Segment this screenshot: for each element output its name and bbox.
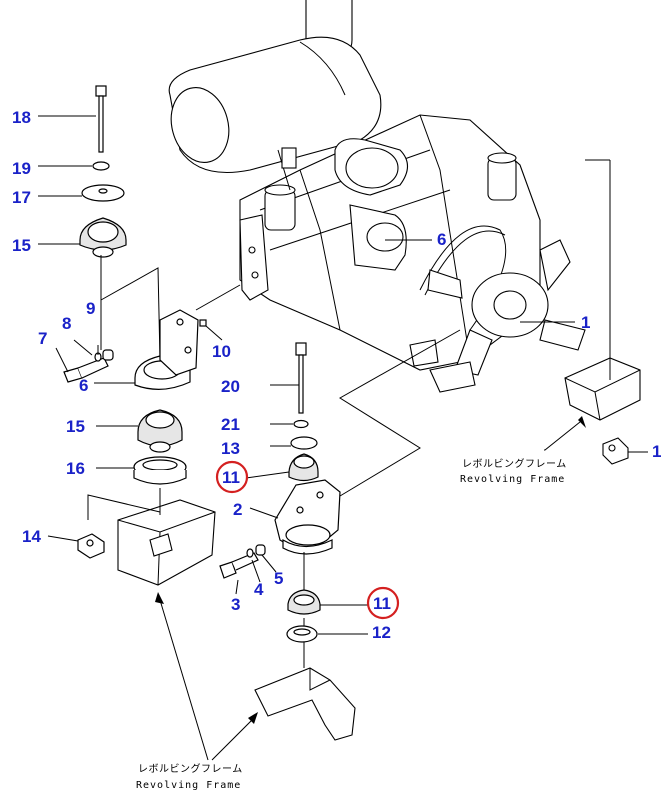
highlight-ring-11-lower [366, 586, 400, 620]
callout-6-left[interactable]: 6 [79, 376, 88, 395]
callout-16[interactable]: 16 [66, 459, 85, 478]
callout-2[interactable]: 2 [233, 500, 242, 519]
callout-19[interactable]: 19 [12, 159, 31, 178]
left-lower-stack [47, 409, 216, 761]
callout-12[interactable]: 12 [372, 623, 391, 642]
callout-20[interactable]: 20 [221, 377, 240, 396]
engine-leaders [385, 239, 648, 453]
frame-label-right: レボルビングフレーム Revolving Frame [460, 457, 567, 485]
highlight-ring-11-upper [215, 460, 249, 494]
callout-6-engine[interactable]: 6 [437, 230, 446, 249]
frame-label-right-en: Revolving Frame [460, 474, 565, 485]
callout-18[interactable]: 18 [12, 108, 31, 127]
frame-label-bottom-en: Revolving Frame [136, 780, 241, 791]
callout-labels: 18 19 17 15 9 7 8 6 10 6 1 1 20 21 13 11… [12, 108, 661, 642]
callout-1-frame[interactable]: 1 [652, 442, 661, 461]
frame-label-bottom: レボルビングフレーム Revolving Frame [136, 762, 243, 791]
callout-7[interactable]: 7 [38, 329, 47, 348]
frame-label-right-jp: レボルビングフレーム [462, 457, 567, 470]
callout-1-engine[interactable]: 1 [581, 313, 590, 332]
callout-17[interactable]: 17 [12, 188, 31, 207]
callout-13[interactable]: 13 [221, 439, 240, 458]
engine-assembly [168, 0, 586, 393]
frame-label-bottom-jp: レボルビングフレーム [138, 762, 243, 775]
callout-11-lower[interactable]: 11 [373, 594, 391, 613]
callout-9[interactable]: 9 [86, 299, 95, 318]
callout-14[interactable]: 14 [22, 527, 41, 546]
callout-11-upper[interactable]: 11 [222, 468, 240, 487]
callout-10[interactable]: 10 [212, 342, 231, 361]
callout-4[interactable]: 4 [254, 580, 264, 599]
callout-15-lower[interactable]: 15 [66, 417, 85, 436]
central-stack [211, 329, 461, 761]
callout-15-upper[interactable]: 15 [12, 236, 31, 255]
left-mount-stack [38, 85, 241, 390]
callout-3[interactable]: 3 [231, 595, 240, 614]
callout-8[interactable]: 8 [62, 314, 71, 333]
callout-21[interactable]: 21 [221, 415, 240, 434]
right-frame-bracket [544, 159, 641, 465]
callout-5[interactable]: 5 [274, 569, 283, 588]
